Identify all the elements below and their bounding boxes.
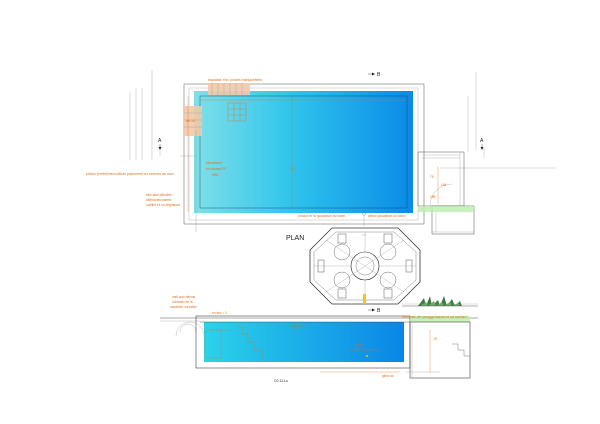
section-view: 87 mell pojo débuts coldunés en la marde…	[160, 295, 478, 383]
mid-note-c: HBD	[212, 173, 219, 177]
scale-label: C0-11-Lu	[274, 379, 288, 383]
pool-inner-line	[199, 95, 408, 209]
section-left-dim: en sec = 3	[212, 311, 227, 315]
wood-deck-left	[184, 106, 202, 136]
left-note-2a: blmi aliar déboflés	[146, 193, 172, 197]
bottom-note-right: pelmo goudaison du baom	[368, 214, 406, 218]
center-dim: 7/5	[290, 167, 295, 171]
mid-note-b: en usedsel PF	[206, 167, 226, 171]
pool-coping-outline	[183, 83, 425, 225]
section-right-note: pelbonale des poraggs bassan et oui sonb…	[402, 315, 467, 319]
axis-marker-left: A	[158, 138, 162, 150]
mid-note-a: blmuement	[206, 161, 222, 165]
svg-text:B: B	[377, 308, 381, 314]
section-bottom-note: glimo du	[382, 374, 394, 378]
left-note-2b: dôfbrunsbonamés	[146, 198, 172, 202]
section-marks	[290, 323, 380, 357]
svg-text:185: 185	[430, 195, 436, 199]
svg-text:75: 75	[430, 175, 434, 179]
axis-marker-right: A	[480, 138, 484, 150]
section-left-note-c: mardelen corsation	[170, 305, 197, 309]
left-note-2c: coleliér es su degratuad	[146, 203, 180, 207]
plan-view: bayadas Yan (ondes traingueflées piston …	[86, 70, 556, 235]
top-label: bayadas Yan (ondes traingueflées	[208, 78, 262, 82]
left-guide-lines	[129, 70, 161, 160]
section-marker-top: B	[368, 72, 381, 78]
deck-planks	[184, 83, 243, 128]
pool-water-plan	[194, 91, 413, 213]
svg-text:87: 87	[434, 337, 438, 341]
left-note: piston (embelment délulu papement en ute…	[86, 172, 174, 176]
section-right-terrace: 87	[406, 316, 471, 379]
bottom-note-left: produit en flo goudaison du baom	[298, 214, 346, 218]
svg-text:B: B	[377, 72, 381, 78]
svg-text:○ ○: ○ ○	[362, 233, 367, 237]
right-terrace: 75 146 185	[417, 151, 475, 235]
left-dim: blh 14	[186, 119, 195, 123]
section-left-note-a: mell pojo débuts	[172, 295, 196, 299]
svg-text:A: A	[158, 138, 162, 144]
right-guide-lines	[440, 72, 556, 169]
yellow-pipe	[363, 294, 366, 304]
svg-text:146: 146	[441, 183, 447, 187]
plan-dimensions	[187, 96, 407, 212]
technical-room: ○ ○	[309, 227, 421, 305]
pool-water-section	[204, 322, 404, 362]
pool-steps	[227, 102, 247, 122]
planting	[402, 296, 478, 307]
section-marker-middle: B	[368, 308, 381, 314]
plan-label: PLAN	[286, 235, 304, 242]
section-left-note-b: coldunés en la	[172, 300, 193, 304]
svg-text:A: A	[480, 138, 484, 144]
section-stairs	[204, 325, 263, 362]
wood-deck-top	[208, 83, 250, 95]
